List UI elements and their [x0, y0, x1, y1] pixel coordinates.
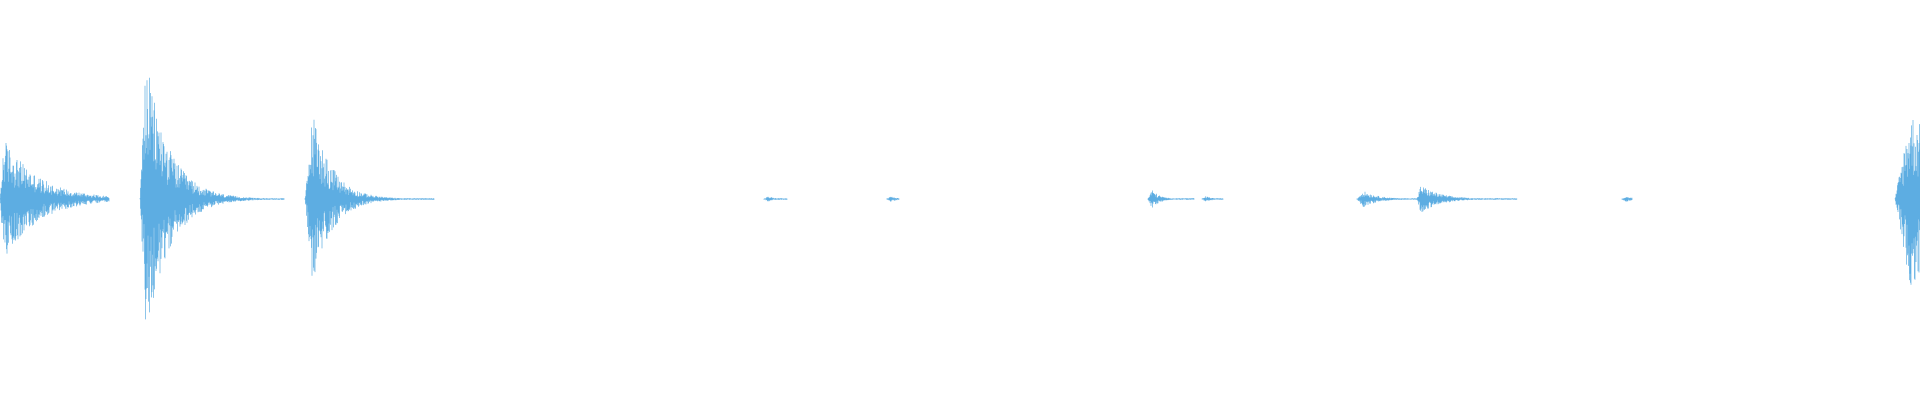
waveform-burst-8 [1356, 191, 1418, 207]
waveform-burst-11 [1894, 120, 1920, 285]
waveform-burst-4 [763, 196, 788, 202]
waveform-burst-7 [1201, 196, 1224, 202]
waveform-burst-5 [886, 196, 900, 202]
waveform-burst-10 [1621, 197, 1633, 202]
waveform-burst-9 [1416, 186, 1518, 212]
waveform-burst-2 [139, 77, 285, 320]
waveform-burst-3 [304, 119, 435, 276]
waveform-burst-6 [1147, 190, 1195, 208]
waveform-signal [0, 77, 1920, 320]
waveform-burst-1 [0, 143, 110, 254]
